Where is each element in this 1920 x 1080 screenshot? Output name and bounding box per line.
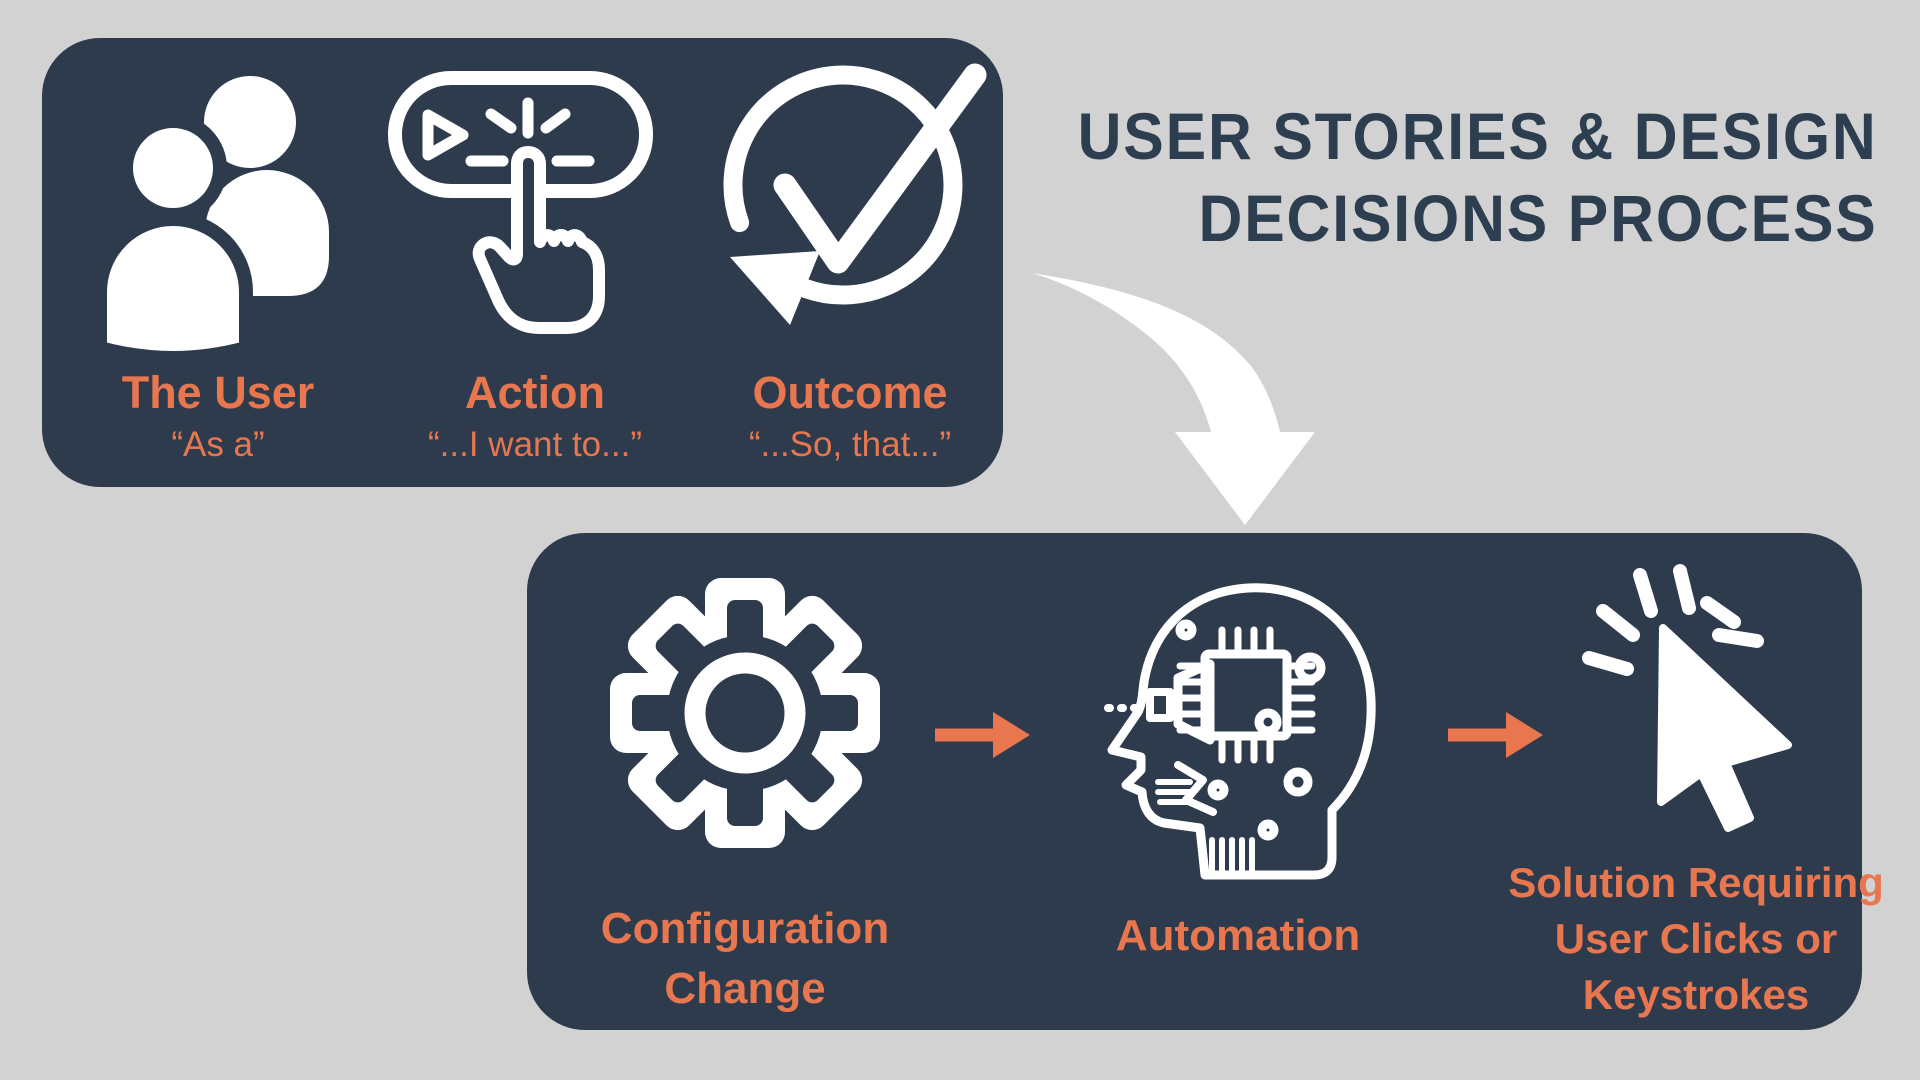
cursor-click-icon — [1582, 564, 1792, 832]
change-line: Change — [664, 964, 826, 1013]
gear-icon — [610, 578, 880, 848]
solution-line2: User Clicks or — [1554, 915, 1838, 962]
page-title-line1: USER STORIES & DESIGN — [1077, 99, 1878, 173]
ai-head-icon — [1104, 583, 1376, 880]
arrow-right-icon — [1448, 712, 1543, 758]
configuration-line: Configuration — [600, 904, 890, 953]
arrow-right-icon — [935, 712, 1030, 758]
page-title-line2: DECISIONS PROCESS — [1198, 181, 1878, 255]
solution-line1: Solution Requiring — [1508, 859, 1884, 906]
story-label-action: Action — [465, 367, 605, 418]
solution-line3: Keystrokes — [1582, 971, 1810, 1018]
press-button-icon — [388, 71, 653, 334]
user-story-panel: The User Action Outcome “As a” “...I wan… — [42, 38, 1003, 487]
page-title: USER STORIES & DESIGN DECISIONS PROCESS — [1078, 95, 1878, 259]
process-label-solution: Solution Requiring User Clicks or Keystr… — [1508, 855, 1884, 1023]
process-label-automation: Automation — [1116, 906, 1360, 966]
curved-down-arrow-icon — [1032, 273, 1315, 525]
story-quote-user: “As a” — [171, 425, 265, 464]
process-panel-icons — [610, 564, 1792, 880]
automation-line: Automation — [1115, 911, 1361, 960]
process-panel: Configuration Change Automation Solution… — [527, 533, 1884, 1030]
users-icon — [93, 76, 329, 365]
outcome-check-icon — [723, 63, 987, 325]
story-panel-icons — [93, 63, 987, 365]
process-label-configuration-change: Configuration Change — [601, 899, 889, 1019]
story-label-outcome: Outcome — [752, 367, 948, 418]
story-quote-outcome: “...So, that...” — [748, 425, 952, 464]
story-quote-action: “...I want to...” — [428, 425, 642, 464]
story-label-user: The User — [121, 367, 315, 418]
